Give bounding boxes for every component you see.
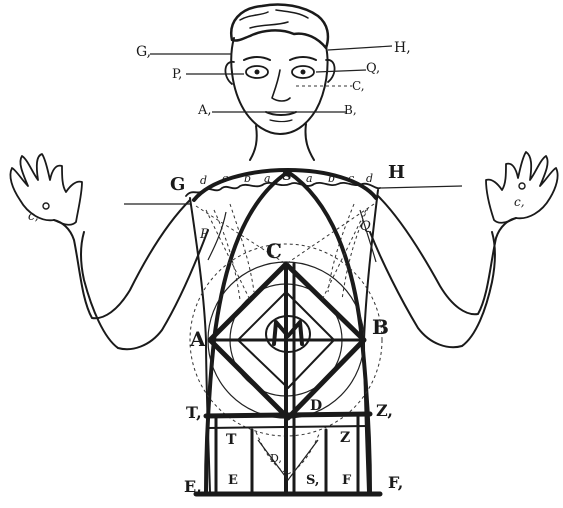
label-A1: A, (197, 103, 212, 118)
label-F1: F, (388, 473, 403, 492)
label-D: D (310, 398, 322, 414)
label-A: A (189, 327, 206, 351)
label-S: S (282, 169, 291, 184)
label-H1: H, (394, 40, 411, 56)
label-T: T (226, 432, 237, 448)
label-Z1: Z, (376, 401, 393, 420)
label-B1: B, (344, 103, 357, 117)
label-H: H (388, 162, 405, 183)
shoulder-letter-right-2: b (328, 172, 335, 185)
shoulder-letter-right-3: c (348, 172, 354, 185)
shoulder-letter-left-1: d (200, 174, 207, 187)
label-Z: Z (340, 430, 350, 446)
label-G: G (170, 174, 185, 195)
label-F: F (342, 473, 352, 488)
label-G1: G, (136, 44, 151, 60)
label-D1: D, (270, 452, 282, 465)
label-c1-left-hand: c, (28, 209, 39, 223)
label-T1: T, (186, 403, 202, 422)
shoulder-letter-right-1: a (306, 172, 313, 185)
label-B: B (372, 315, 389, 339)
label-Q: Q (360, 219, 371, 234)
shoulder-letter-left-2: c (222, 172, 228, 185)
label-Q1: Q, (366, 61, 380, 76)
shoulder-letter-right-4: d (366, 172, 373, 185)
label-S1: S, (306, 473, 319, 488)
label-P1: P, (172, 67, 182, 82)
head (225, 4, 334, 160)
label-E: E (228, 473, 238, 488)
shoulder-letter-left-4: a (264, 172, 271, 185)
label-C: C (266, 239, 282, 263)
label-P: P (199, 227, 209, 242)
shoulder-letter-left-3: b (244, 172, 251, 185)
label-c1-right-hand: c, (514, 195, 525, 209)
label-C1-head: C, (352, 79, 365, 93)
label-E1: E, (184, 477, 202, 496)
